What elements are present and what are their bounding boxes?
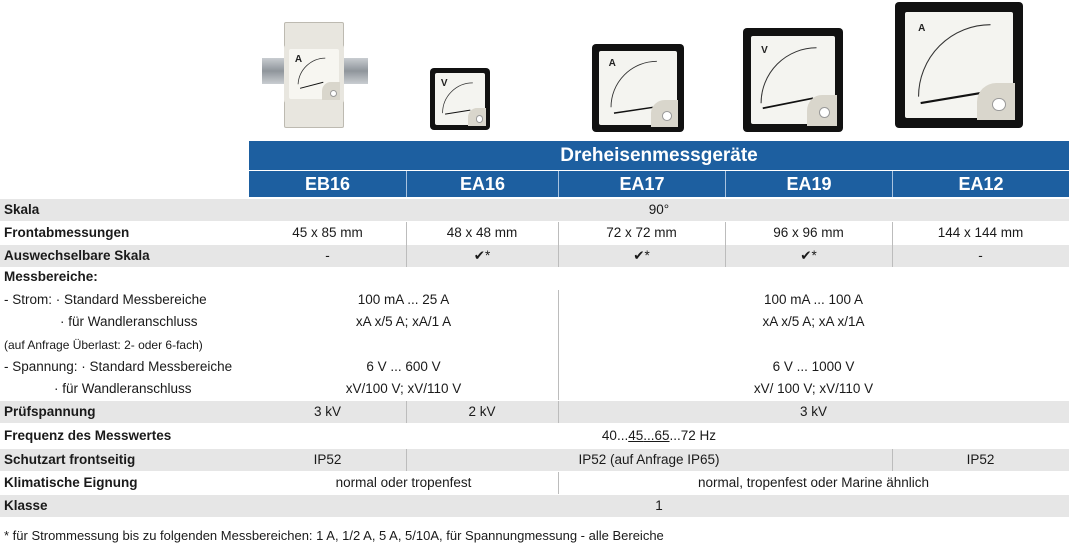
model-header-row: EB16 EA16 EA17 EA19 EA12 (249, 171, 1069, 197)
cell-value: IP52 (313, 452, 342, 467)
row-label: · für Wandleranschluss (54, 381, 192, 396)
cell-value: ✔* (473, 248, 491, 263)
cell-value: 1 (655, 498, 663, 513)
row-skala: Skala 90° (0, 199, 1069, 221)
row-label: Messbereiche: (4, 269, 98, 284)
table-title: Dreheisenmessgeräte (249, 141, 1069, 170)
row-schutzart: Schutzart frontseitig IP52 IP52 (auf Anf… (0, 449, 1069, 471)
cell-value: - (978, 248, 983, 263)
row-klimatische-eignung: Klimatische Eignung normal oder tropenfe… (0, 472, 1069, 494)
row-auswechselbare-skala: Auswechselbare Skala - ✔* ✔* ✔* - (0, 245, 1069, 267)
meter-unit: V (440, 78, 448, 90)
row-label: · für Wandleranschluss (60, 314, 198, 329)
row-frequenz: Frequenz des Messwertes 40...45...65...7… (0, 424, 1069, 448)
cell-value: 3 kV (313, 404, 341, 419)
cell-value: 48 x 48 mm (446, 225, 518, 240)
row-label: Klasse (4, 498, 48, 513)
cell-value: normal, tropenfest oder Marine ähnlich (697, 475, 930, 490)
meter-unit: A (294, 53, 303, 65)
row-label: Frequenz des Messwertes (4, 428, 172, 443)
row-note: (auf Anfrage Überlast: 2- oder 6-fach) (4, 338, 203, 352)
cell-value: 6 V ... 1000 V (772, 359, 855, 374)
cell-value: 40...45...65...72 Hz (601, 428, 717, 443)
model-ea17: EA17 (558, 171, 725, 197)
cell-value: 45 x 85 mm (292, 225, 363, 240)
row-label: - Spannung: · Standard Messbereiche (4, 359, 233, 374)
cell-value: ✔* (800, 248, 817, 263)
row-label: Auswechselbare Skala (4, 248, 150, 263)
row-label: - Strom: · Standard Messbereiche (4, 292, 207, 307)
cell-value: IP52 (auf Anfrage IP65) (578, 452, 720, 467)
meter-unit: A (608, 58, 616, 70)
row-label: Frontabmessungen (4, 225, 130, 240)
cell-value: xA x/5 A; xA/1 A (355, 314, 452, 329)
cell-value: - (325, 248, 330, 263)
cell-value: 100 mA ... 25 A (357, 292, 450, 307)
row-label: Schutzart frontseitig (4, 452, 136, 467)
cell-value: 3 kV (799, 404, 827, 419)
cell-value: 100 mA ... 100 A (763, 292, 864, 307)
cell-value: 144 x 144 mm (937, 225, 1024, 240)
cell-value: 72 x 72 mm (606, 225, 677, 240)
cell-value: 2 kV (468, 404, 496, 419)
cell-value: xV/100 V; xV/110 V (345, 381, 462, 396)
model-ea12: EA12 (892, 171, 1069, 197)
meter-unit: V (761, 45, 768, 57)
row-label: Prüfspannung (4, 404, 96, 419)
model-ea16: EA16 (406, 171, 558, 197)
cell-value: xV/ 100 V; xV/110 V (753, 381, 874, 396)
cell-value: normal oder tropenfest (335, 475, 472, 490)
cell-value: xA x/5 A; xA x/1A (762, 314, 865, 329)
footnote: * für Strommessung bis zu folgenden Mess… (4, 528, 664, 543)
cell-value: 96 x 96 mm (773, 225, 844, 240)
cell-value: ✔* (633, 248, 650, 263)
row-label: Skala (4, 202, 40, 217)
cell-value: 6 V ... 600 V (366, 359, 441, 374)
model-ea19: EA19 (725, 171, 892, 197)
cell-value: IP52 (966, 452, 995, 467)
row-klasse: Klasse 1 (0, 495, 1069, 517)
model-eb16: EB16 (304, 173, 351, 194)
cell-value: 90° (648, 202, 670, 217)
row-pruefspannung: Prüfspannung 3 kV 2 kV 3 kV (0, 401, 1069, 423)
meter-unit: A (918, 22, 926, 34)
row-messbereiche: Messbereiche: - Strom: · Standard Messbe… (0, 268, 1069, 400)
row-label: Klimatische Eignung (4, 475, 138, 490)
row-frontabmessungen: Frontabmessungen 45 x 85 mm 48 x 48 mm 7… (0, 222, 1069, 244)
